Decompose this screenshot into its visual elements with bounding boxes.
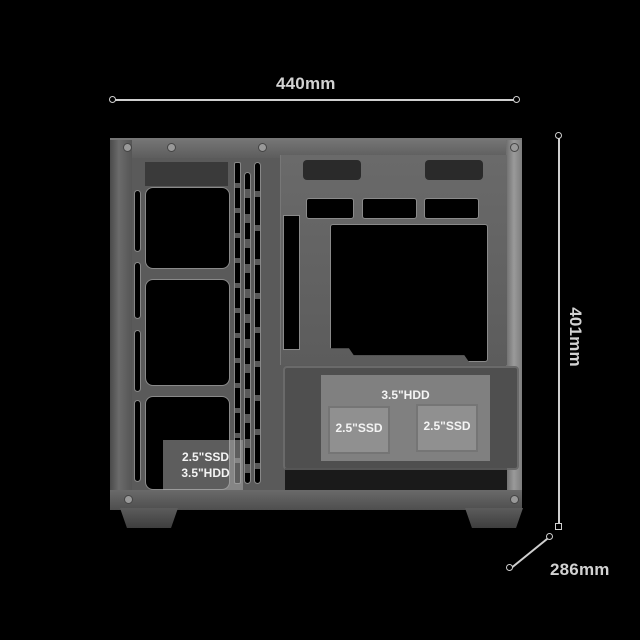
psu-shroud bbox=[285, 468, 507, 492]
case-foot-right bbox=[465, 508, 523, 528]
cpu-cutout bbox=[330, 224, 488, 362]
front-bay-label-ssd: 2.5"SSD bbox=[181, 450, 230, 464]
depth-start-marker bbox=[506, 564, 513, 571]
width-start-marker bbox=[109, 96, 116, 103]
ssd-slot-left-label: 2.5"SSD bbox=[335, 421, 383, 435]
ssd-slot-right-label: 2.5"SSD bbox=[423, 419, 471, 433]
ssd-slot-left bbox=[328, 406, 390, 454]
top-fan-rail bbox=[145, 162, 228, 186]
height-start-marker bbox=[555, 132, 562, 139]
cable-slot bbox=[134, 400, 141, 482]
depth-dimension-line bbox=[509, 535, 552, 570]
case-left-frame bbox=[110, 140, 132, 510]
cable-slot bbox=[234, 162, 241, 484]
top-vent bbox=[303, 160, 361, 180]
height-dimension-label: 401mm bbox=[565, 307, 585, 367]
case-top-frame bbox=[110, 138, 522, 158]
screw bbox=[123, 143, 132, 152]
screw bbox=[124, 495, 133, 504]
cable-slot bbox=[134, 262, 141, 319]
fan-opening-middle bbox=[145, 279, 230, 386]
top-vent bbox=[425, 160, 483, 180]
case-foot-left bbox=[120, 508, 178, 528]
height-dimension-line bbox=[558, 137, 560, 527]
front-bay-label-hdd: 3.5"HDD bbox=[181, 466, 230, 480]
cable-slot bbox=[254, 162, 261, 484]
screw bbox=[167, 143, 176, 152]
cable-slot bbox=[134, 330, 141, 392]
width-dimension-line bbox=[113, 99, 517, 101]
width-end-marker bbox=[513, 96, 520, 103]
fan-opening-top bbox=[145, 187, 230, 269]
cable-grommet bbox=[362, 198, 417, 219]
screw bbox=[258, 143, 267, 152]
cable-slot bbox=[134, 190, 141, 252]
hdd-mount-label: 3.5"HDD bbox=[381, 388, 430, 402]
side-cutout bbox=[283, 215, 300, 350]
case-bottom-frame bbox=[110, 490, 522, 510]
depth-end-marker bbox=[546, 533, 553, 540]
front-bay-overlay bbox=[163, 440, 243, 494]
height-end-marker bbox=[555, 523, 562, 530]
width-dimension-label: 440mm bbox=[276, 74, 336, 93]
cable-grommet bbox=[424, 198, 479, 219]
ssd-slot-right bbox=[416, 404, 478, 452]
cable-grommet bbox=[306, 198, 354, 219]
cable-slot bbox=[244, 172, 251, 484]
screw bbox=[510, 143, 519, 152]
screw bbox=[510, 495, 519, 504]
depth-dimension-label: 286mm bbox=[550, 560, 610, 579]
